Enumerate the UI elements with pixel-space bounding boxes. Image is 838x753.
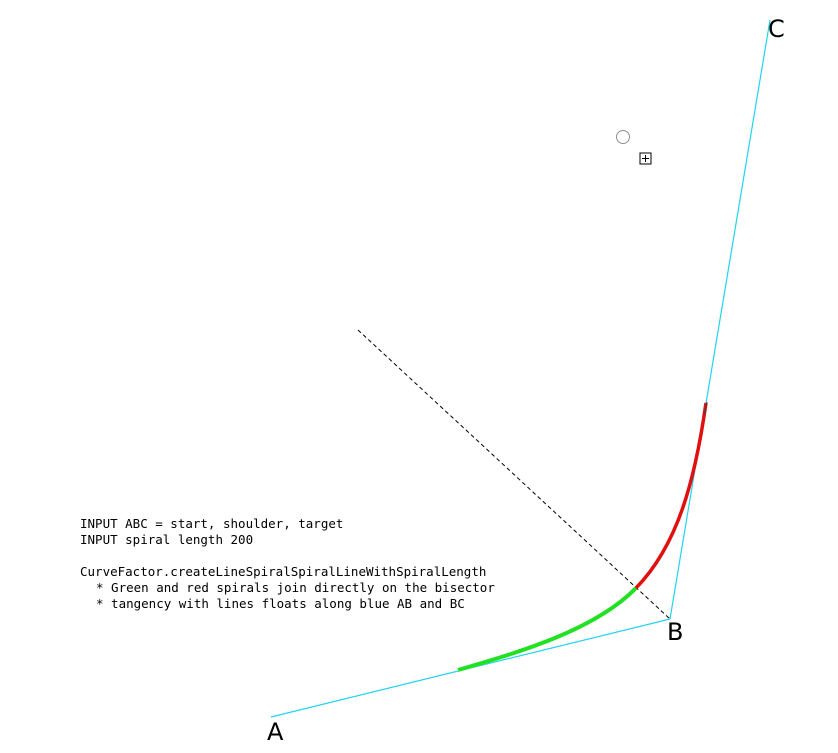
note-function-name: CurveFactor.createLineSpiralSpiralLineWi… bbox=[80, 564, 486, 579]
center-marker-icon bbox=[616, 130, 630, 144]
bisector-line bbox=[357, 329, 671, 620]
red-spiral-tail bbox=[703, 401, 708, 416]
note-bullet-bisector: * Green and red spirals join directly on… bbox=[96, 580, 495, 595]
boxed-plus-marker-icon bbox=[639, 152, 652, 165]
red-spiral bbox=[634, 402, 708, 590]
point-label-a: A bbox=[267, 718, 284, 746]
green-spiral bbox=[457, 586, 638, 672]
annotation-block: INPUT ABC = start, shoulder, target INPU… bbox=[80, 516, 495, 611]
note-input-spiral-length: INPUT spiral length 200 bbox=[80, 532, 253, 547]
note-input-abc: INPUT ABC = start, shoulder, target bbox=[80, 516, 343, 531]
note-bullet-tangency: * tangency with lines floats along blue … bbox=[96, 596, 465, 611]
line-bc bbox=[669, 19, 771, 620]
point-label-b: B bbox=[667, 618, 683, 646]
point-label-c: C bbox=[768, 15, 785, 43]
